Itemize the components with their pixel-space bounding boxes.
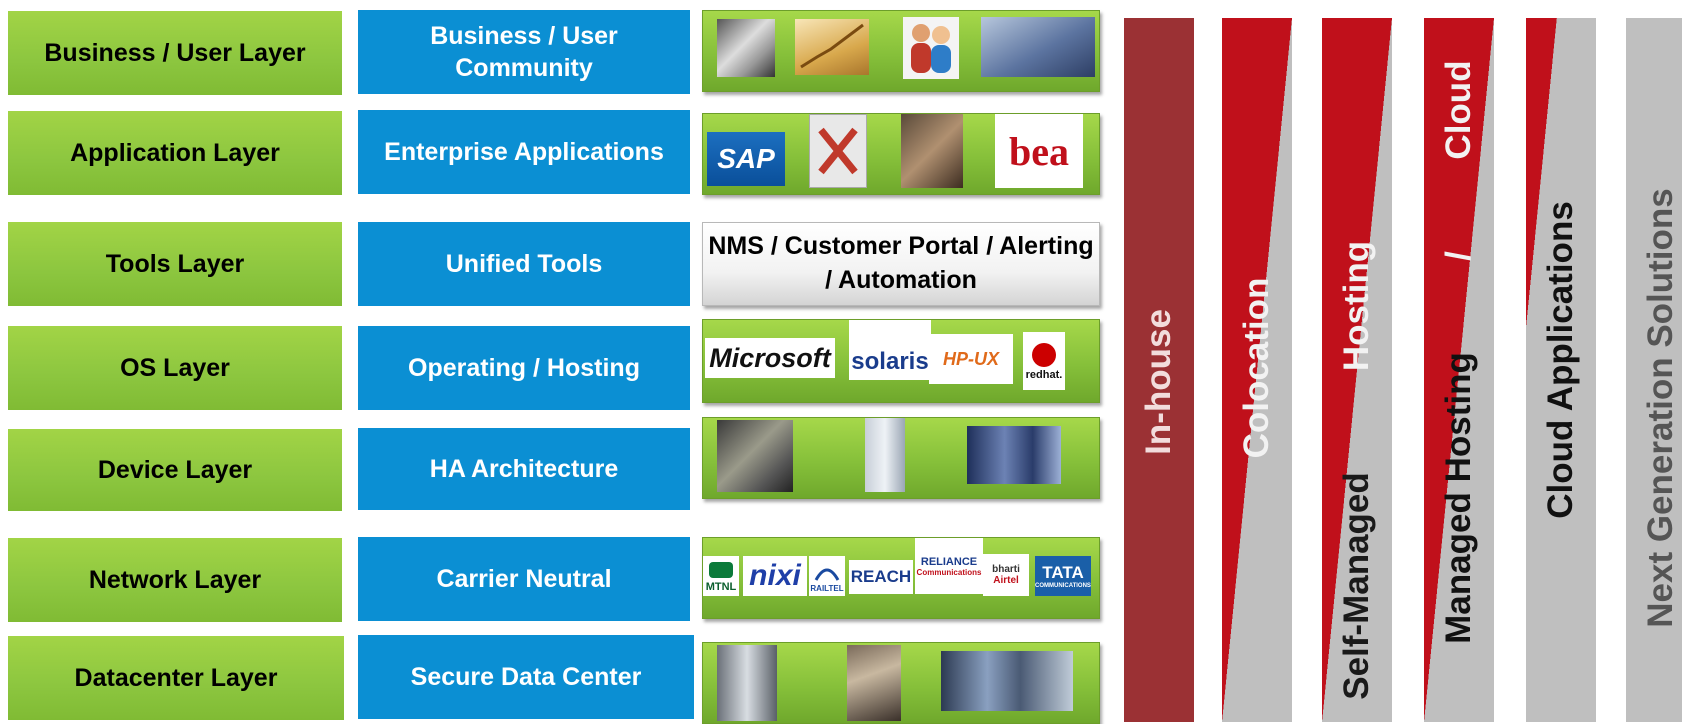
airtel-logo: bharti Airtel — [983, 554, 1029, 596]
nixi-logo: nixi — [743, 556, 807, 596]
handheld-device-photo — [901, 114, 963, 188]
category-enterprise-applications: Enterprise Applications — [358, 110, 690, 194]
layer-os: OS Layer — [8, 326, 342, 410]
strip-datacenter-images — [702, 642, 1100, 724]
server-rack-photo — [865, 418, 905, 492]
railtel-icon — [814, 568, 840, 581]
growth-chart-photo — [795, 19, 869, 75]
column-hosting-label: Hosting — [1337, 240, 1376, 372]
railtel-logo: RAILTEL — [809, 556, 845, 596]
redhat-text: redhat. — [1025, 369, 1063, 381]
mtnl-icon — [709, 562, 733, 578]
tata-logo: TATA COMMUNICATIONS — [1035, 556, 1091, 596]
airtel-text: Airtel — [993, 575, 1019, 586]
solaris-logo: solaris — [849, 320, 931, 380]
category-unified-tools: Unified Tools — [358, 222, 690, 306]
reliance-text: RELIANCE — [920, 555, 978, 568]
strip-business-images — [702, 10, 1100, 92]
strip-carrier-logos: MTNL nixi RAILTEL REACH RELIANCE Communi… — [702, 537, 1100, 619]
biometric-scanner-photo — [847, 645, 901, 721]
mtnl-logo: MTNL — [703, 556, 739, 596]
column-cloud-applications: Cloud Applications — [1526, 18, 1596, 722]
column-next-generation-solutions: Next Generation Solutions — [1626, 18, 1682, 722]
railtel-text: RAILTEL — [810, 583, 844, 593]
layer-business-user: Business / User Layer — [8, 11, 342, 95]
column-self-managed-hosting: Self-Managed Hosting — [1322, 18, 1392, 722]
strip-enterprise-app-logos: SAP bea — [702, 113, 1100, 195]
mtnl-text: MTNL — [705, 581, 737, 593]
strip-device-images — [702, 417, 1100, 499]
growth-chart-icon — [800, 23, 864, 69]
column-managed-hosting-label: Managed Hosting — [1439, 352, 1478, 644]
column-colocation: Colocation — [1222, 18, 1292, 722]
sap-logo: SAP — [707, 132, 785, 186]
exchange-icon — [818, 127, 858, 175]
redhat-icon — [1032, 343, 1056, 367]
column-cloud-label: Cloud — [1439, 60, 1478, 160]
layer-device: Device Layer — [8, 429, 342, 511]
generator-photo — [717, 420, 793, 492]
datacenter-aisle-photo — [717, 645, 777, 721]
layer-tools: Tools Layer — [8, 222, 342, 306]
column-self-managed-label: Self-Managed — [1337, 472, 1376, 700]
bea-logo: bea — [995, 114, 1083, 188]
people-icon — [911, 24, 951, 73]
bharti-text: bharti — [992, 564, 1020, 575]
column-cloud-applications-label: Cloud Applications — [1541, 201, 1580, 519]
reliance-sub-text: Communications — [916, 567, 982, 577]
category-operating-hosting: Operating / Hosting — [358, 326, 690, 410]
microsoft-logo: Microsoft — [705, 338, 835, 378]
column-slash-label: / — [1439, 251, 1478, 261]
category-carrier-neutral: Carrier Neutral — [358, 537, 690, 621]
chess-photo — [981, 17, 1095, 77]
cabling-photo — [967, 426, 1061, 484]
column-in-house-label: In-house — [1139, 309, 1178, 455]
column-managed-hosting-cloud: Managed Hosting / Cloud — [1424, 18, 1494, 722]
column-in-house: In-house — [1124, 18, 1194, 722]
hpux-logo: HP-UX — [929, 334, 1013, 384]
tata-text: TATA — [1042, 563, 1084, 582]
strip-tools-text: NMS / Customer Portal / Alerting / Autom… — [702, 222, 1100, 306]
control-room-photo — [941, 651, 1073, 711]
tata-sub-text: COMMUNICATIONS — [1035, 583, 1091, 589]
reliance-logo: RELIANCE Communications — [915, 538, 983, 594]
layer-datacenter: Datacenter Layer — [8, 636, 344, 720]
laptop-typing-photo — [717, 19, 775, 77]
people-group-photo — [903, 17, 959, 79]
exchange-logo — [809, 114, 867, 188]
column-colocation-label: Colocation — [1237, 277, 1276, 459]
category-secure-data-center: Secure Data Center — [358, 635, 694, 719]
strip-os-logos: Microsoft solaris HP-UX redhat. — [702, 319, 1100, 403]
category-ha-architecture: HA Architecture — [358, 428, 690, 510]
column-next-generation-label: Next Generation Solutions — [1641, 188, 1680, 628]
reach-logo: REACH — [849, 560, 913, 594]
layer-network: Network Layer — [8, 538, 342, 622]
layer-application: Application Layer — [8, 111, 342, 195]
redhat-logo: redhat. — [1023, 332, 1065, 390]
category-business-user-community: Business / User Community — [358, 10, 690, 94]
